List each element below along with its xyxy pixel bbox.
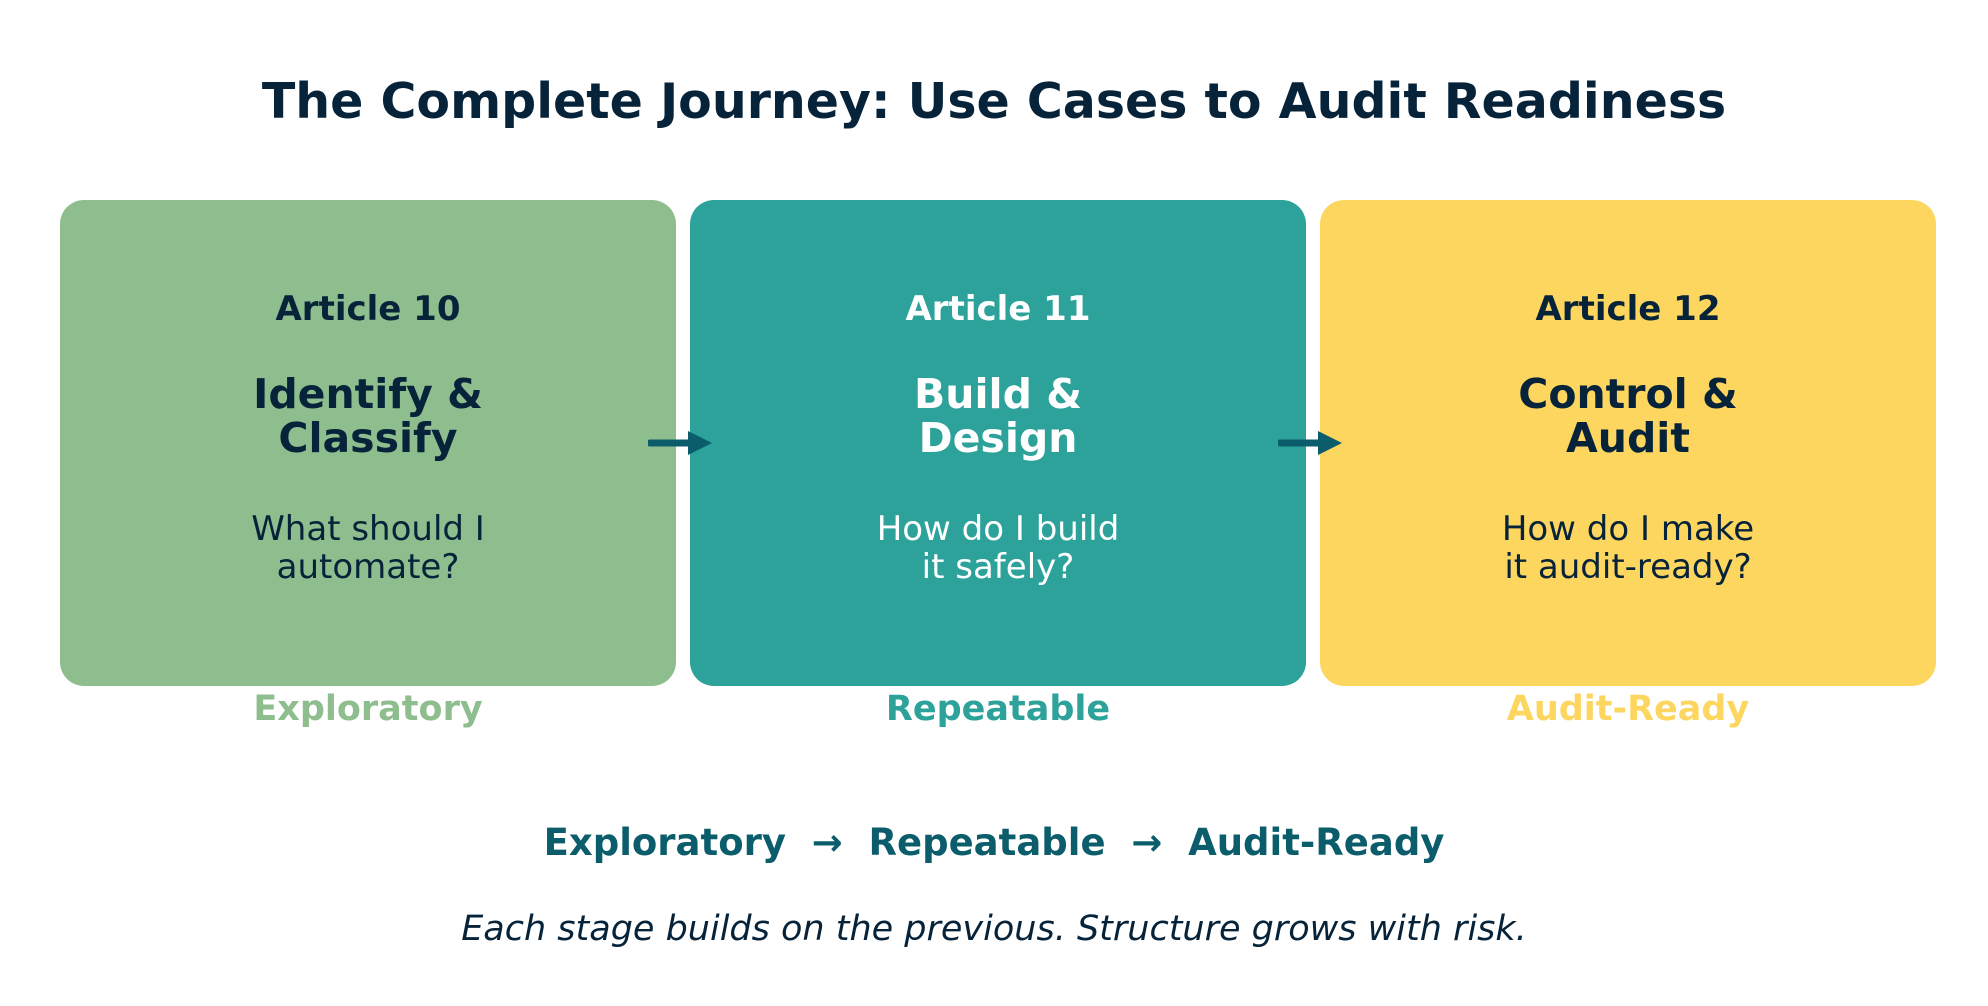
page-title: The Complete Journey: Use Cases to Audit… xyxy=(261,73,1727,130)
stage-label-audit-ready: Audit-Ready xyxy=(1506,689,1750,729)
stage-label-exploratory: Exploratory xyxy=(253,689,483,729)
arrow-right-icon xyxy=(648,431,712,455)
stage-title: Identify & Classify xyxy=(253,370,483,462)
stage-article: Article 12 xyxy=(1535,289,1721,329)
stage-article: Article 11 xyxy=(905,289,1091,329)
stage-question: What should I automate? xyxy=(251,509,485,587)
flow-summary: Exploratory → Repeatable → Audit-Ready xyxy=(543,821,1445,864)
stage-question: How do I make it audit-ready? xyxy=(1501,509,1755,587)
stage-label-repeatable: Repeatable xyxy=(885,689,1111,729)
stage-article: Article 10 xyxy=(275,289,461,329)
tagline: Each stage builds on the previous. Struc… xyxy=(461,909,1527,949)
stage-question: How do I build it safely? xyxy=(876,509,1120,587)
arrow-right-icon xyxy=(1278,431,1342,455)
stage-card-article-12: Article 12 Control & Audit How do I make… xyxy=(1320,200,1936,686)
stage-card-article-10: Article 10 Identify & Classify What shou… xyxy=(60,200,676,686)
stage-title: Control & Audit xyxy=(1518,370,1738,462)
stage-title: Build & Design xyxy=(914,370,1082,462)
stage-card-article-11: Article 11 Build & Design How do I build… xyxy=(690,200,1306,686)
